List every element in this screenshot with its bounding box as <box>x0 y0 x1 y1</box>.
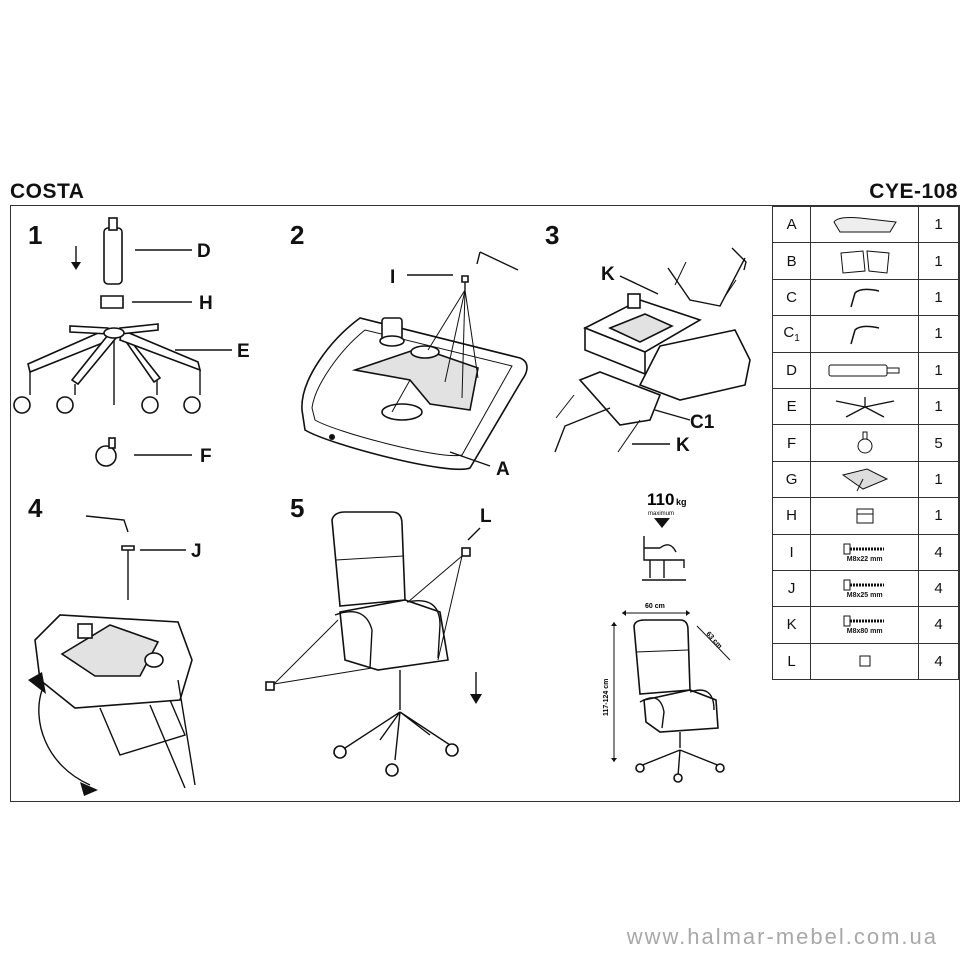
armrest-icon <box>810 278 920 317</box>
max-load-unit: kg <box>676 497 687 507</box>
part-quantity: 1 <box>918 205 959 244</box>
part-spec: M8x25 mm <box>846 592 883 600</box>
label-d: D <box>197 241 211 262</box>
depth-value: 63 cm <box>705 631 723 650</box>
part-letter: I <box>771 533 812 571</box>
part-letter: B <box>771 242 812 280</box>
label-f: F <box>200 446 212 467</box>
bolt-icon: M8x22 mm <box>810 533 920 571</box>
step-5-number: 5 <box>290 493 304 523</box>
dimension-chair-icon: 60 cm 63 cm 117-124 cm <box>603 603 731 783</box>
step-1-number: 1 <box>28 220 42 250</box>
label-l: L <box>480 506 492 527</box>
step-2-number: 2 <box>290 220 304 250</box>
star-base-icon <box>810 387 920 426</box>
bolt-icon: M8x80 mm <box>810 606 920 644</box>
bolt-icon: M8x25 mm <box>810 569 920 608</box>
part-letter: A <box>771 205 812 244</box>
label-j: J <box>191 541 202 562</box>
part-letter: L <box>771 642 812 681</box>
part-letter: C <box>771 278 812 317</box>
step-4-number: 4 <box>28 493 43 523</box>
part-spec: M8x22 mm <box>846 555 883 563</box>
caster-icon <box>810 424 920 462</box>
part-quantity: 1 <box>918 460 959 499</box>
backrest-icon <box>810 242 920 280</box>
label-h: H <box>199 293 213 314</box>
star-base-icon <box>13 217 202 467</box>
part-quantity: 5 <box>918 424 959 462</box>
part-letter: E <box>771 387 812 426</box>
parts-row: C1 1 <box>771 315 959 353</box>
max-load-value: 110 <box>647 490 674 509</box>
instruction-frame <box>10 205 960 802</box>
part-quantity: 4 <box>918 569 959 608</box>
max-load-caption: maximum <box>648 511 674 517</box>
part-spec: M8x80 mm <box>846 628 883 636</box>
label-a: A <box>496 459 510 480</box>
sleeve-icon <box>810 497 920 535</box>
seat-underside-icon <box>301 251 528 471</box>
label-k-top: K <box>601 264 615 285</box>
model-code: CYE-108 <box>869 180 958 203</box>
part-quantity: 1 <box>918 497 959 535</box>
part-letter: D <box>771 351 812 389</box>
label-k-bottom: K <box>676 435 690 456</box>
mechanism-icon <box>810 460 920 499</box>
part-quantity: 1 <box>918 278 959 317</box>
assembled-chair-icon <box>265 511 482 777</box>
part-quantity: 1 <box>918 387 959 426</box>
parts-row: I M8x22 mm 4 <box>771 533 959 571</box>
armrest-icon <box>810 315 920 353</box>
label-i: I <box>390 267 395 288</box>
part-letter: F <box>771 424 812 462</box>
part-letter: J <box>771 569 812 608</box>
footer-url: www.halmar-mebel.com.ua <box>626 924 938 949</box>
model-name: COSTA <box>10 180 85 203</box>
label-e: E <box>237 341 250 362</box>
cap-icon <box>810 642 920 681</box>
step-1-leaders <box>132 249 232 456</box>
part-letter: C1 <box>771 315 812 353</box>
part-quantity: 4 <box>918 642 959 681</box>
height-value: 117-124 cm <box>603 679 610 716</box>
part-quantity: 1 <box>918 351 959 389</box>
part-quantity: 4 <box>918 533 959 571</box>
step-3-number: 3 <box>545 220 559 250</box>
label-c1: C1 <box>690 412 715 433</box>
part-quantity: 1 <box>918 315 959 353</box>
part-quantity: 1 <box>918 242 959 280</box>
max-load-icon: 110 kg maximum <box>642 490 687 581</box>
width-value: 60 cm <box>645 603 665 610</box>
parts-row: K M8x80 mm 4 <box>771 606 959 644</box>
gas-lift-icon <box>810 351 920 389</box>
seat-armrest-assembly-icon <box>28 515 196 796</box>
part-letter: G <box>771 460 812 499</box>
parts-row: J M8x25 mm 4 <box>771 569 959 608</box>
seat-icon <box>810 205 920 244</box>
part-letter: H <box>771 497 812 535</box>
backrest-assembly-icon <box>554 247 751 453</box>
part-quantity: 4 <box>918 606 959 644</box>
part-letter: K <box>771 606 812 644</box>
